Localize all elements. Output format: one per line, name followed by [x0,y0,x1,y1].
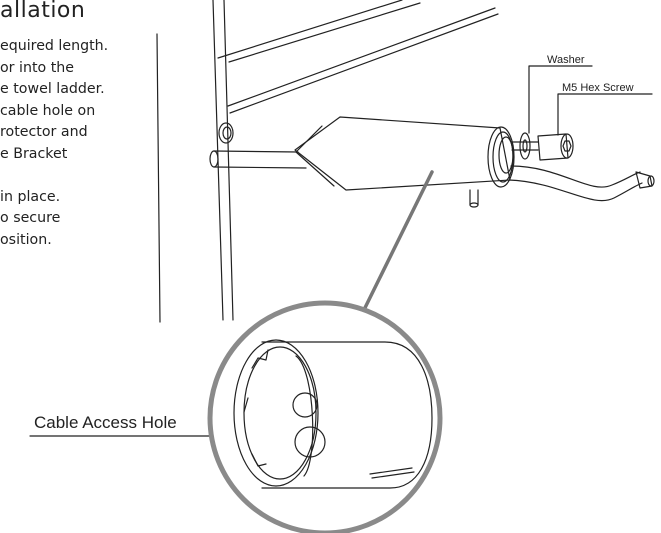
instruction-text: equired length. or into the e towel ladd… [0,36,160,251]
instruction-line: e towel ladder. [0,81,105,97]
hex-screw-label: M5 Hex Screw [562,82,634,94]
instruction-line: in place. [0,188,61,205]
bracket-cone-seam [295,125,335,187]
washer [519,132,531,160]
bracket-end-ring [487,126,515,188]
cable-bottom [508,179,643,202]
ladder-crossbar [227,7,496,107]
column-divider [156,33,161,323]
ladder-crossbar [229,13,499,114]
washer-leader [528,65,593,134]
zoomed-bracket-rim [243,346,317,480]
instruction-line: rotector and [0,124,88,140]
hex-screw-shank [511,141,539,151]
zoomed-inner-wall [295,355,314,477]
hex-screw-leader [557,93,653,136]
washer-label: Washer [547,54,585,66]
zoomed-bracket-body [261,341,433,489]
rod-end [209,150,219,168]
cable-top [510,165,641,188]
rod-end-cap-inner [222,126,232,140]
zoom-connector [356,170,434,324]
zoomed-edge-detail [371,471,415,479]
instruction-line: cable hole on [0,102,96,119]
zoomed-rim-notch [243,349,269,467]
washer-hole [522,139,528,153]
ladder-crossbar [217,0,403,59]
ladder-rail-inner [223,0,234,321]
rod-end-cap [218,122,234,144]
hex-socket [562,140,572,152]
instruction-line: or into the [0,59,74,76]
bracket-end-ring-core [498,136,514,174]
cable-end-tip [647,175,655,187]
zoomed-edge-detail [369,467,413,475]
cable-access-hole [292,392,318,418]
zoomed-bracket-opening [233,339,319,487]
ladder-crossbar [228,2,421,63]
instruction-line: o secure [0,210,61,226]
cable-access-hole-label: Cable Access Hole [34,413,177,432]
rod-top [213,150,299,153]
bracket-stud-end [469,202,479,208]
zoom-detail [207,300,443,533]
bracket-body [294,116,511,191]
section-title: allation [0,0,86,23]
instruction-line: osition. [0,231,52,248]
hex-screw-head-face [560,133,574,159]
cable-access-hole [294,426,326,458]
instruction-line: e Bracket [0,145,68,162]
rod-bottom [213,166,307,169]
instruction-line: equired length. [0,38,109,54]
